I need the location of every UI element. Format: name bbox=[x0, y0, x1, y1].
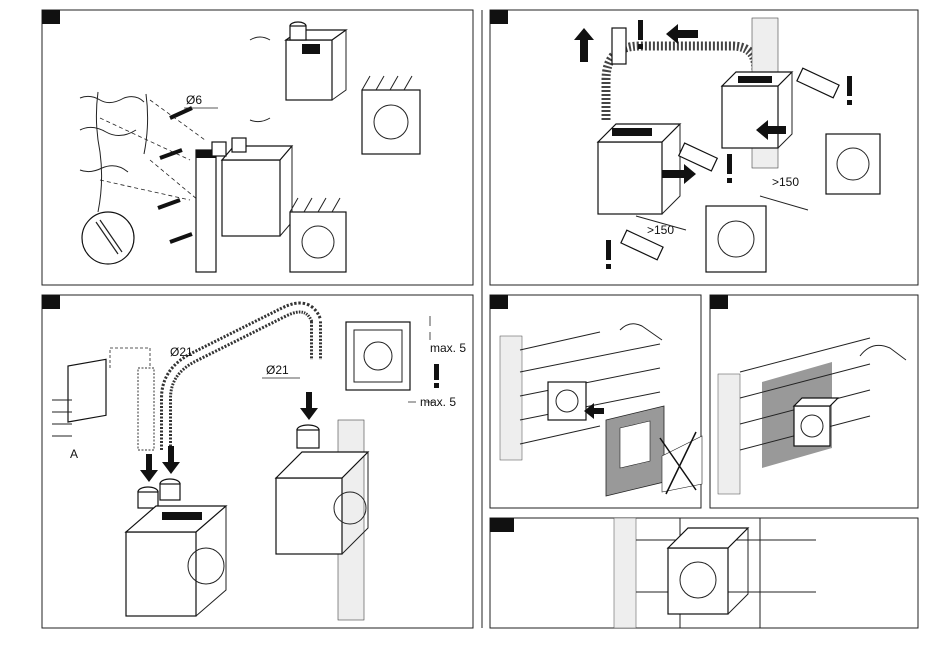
max-label-top: max. 5 bbox=[430, 341, 466, 355]
diameter-label-right: Ø21 bbox=[266, 363, 289, 377]
installation-box-front bbox=[212, 138, 292, 236]
step-marker bbox=[710, 295, 728, 309]
wall-section bbox=[614, 518, 636, 628]
distance-label-right: >150 bbox=[772, 175, 799, 189]
installation-box bbox=[548, 382, 586, 420]
panel-4 bbox=[490, 295, 702, 508]
mounting-rail bbox=[196, 150, 216, 272]
max-label-bottom: max. 5 bbox=[420, 395, 456, 409]
warning-exclamation-icon bbox=[434, 364, 439, 388]
cover-plate-bottom bbox=[706, 206, 766, 272]
step-marker bbox=[490, 518, 514, 532]
part-a-label: A bbox=[70, 447, 78, 461]
template-frame bbox=[606, 406, 664, 496]
panel-2: >150 >150 bbox=[490, 10, 918, 285]
panel-1: Ø6 bbox=[42, 10, 473, 285]
diameter-label: Ø6 bbox=[186, 93, 202, 107]
step-marker bbox=[42, 295, 60, 309]
cover-plate-right bbox=[826, 134, 880, 194]
hose-vertical bbox=[138, 368, 154, 450]
panel-5 bbox=[710, 295, 918, 508]
diameter-label-left: Ø21 bbox=[170, 345, 193, 359]
drill-detail-circle bbox=[82, 212, 134, 264]
step-marker bbox=[490, 295, 508, 309]
step-marker bbox=[490, 10, 508, 24]
panel-3: A Ø21 Ø21 bbox=[42, 295, 473, 628]
step-marker bbox=[42, 10, 60, 24]
panel-6 bbox=[490, 518, 918, 628]
